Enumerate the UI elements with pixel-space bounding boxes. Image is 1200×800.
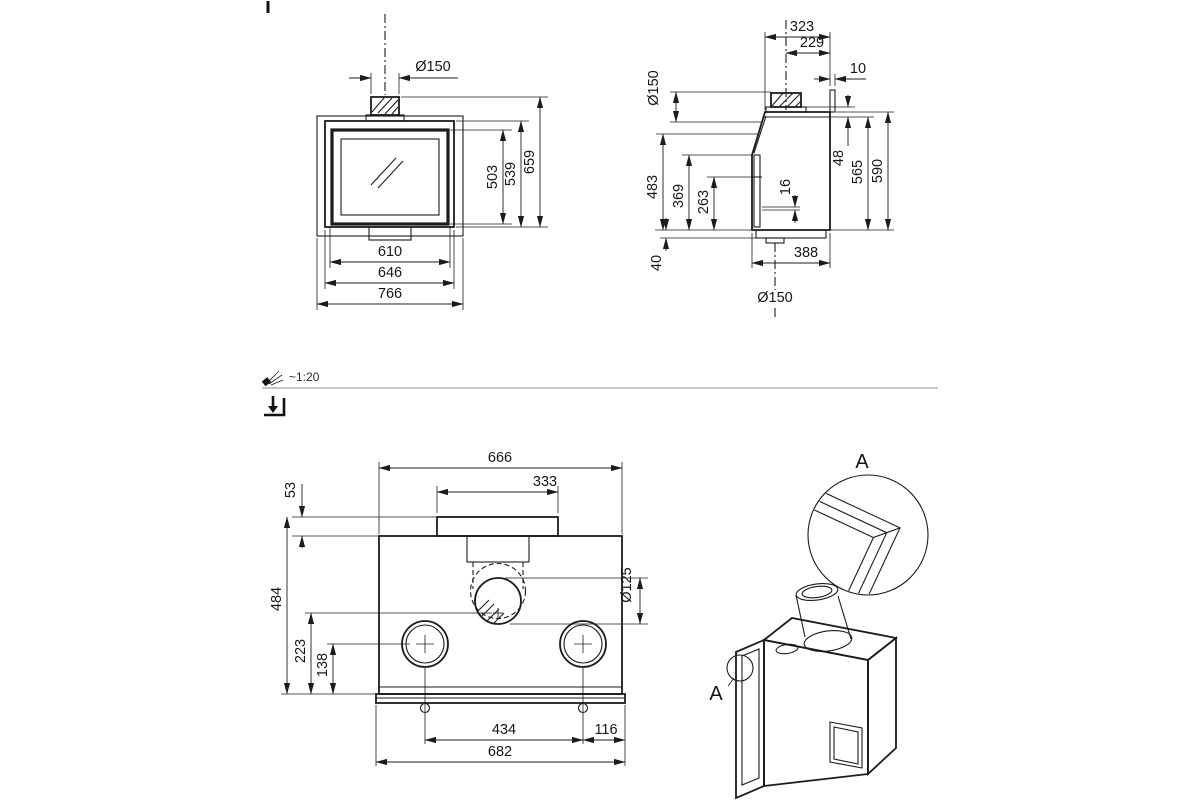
front-dim-503: 503 [485, 165, 501, 189]
side-outlet-dia-label: Ø150 [757, 290, 792, 306]
plan-dim-53: 53 [283, 482, 299, 498]
iso-front-frame [735, 638, 765, 800]
plan-dim-666: 666 [488, 450, 512, 466]
side-flue [765, 20, 807, 113]
detail-corner-section [809, 484, 901, 594]
plan-dim-lines [281, 462, 648, 766]
plan-dim-484: 484 [269, 587, 285, 611]
iso-top-hole [775, 643, 799, 655]
side-dim-16: 16 [778, 179, 794, 195]
front-flue [365, 14, 405, 122]
side-base [755, 229, 827, 239]
pedestal [368, 226, 412, 241]
side-dim-263: 263 [696, 190, 712, 214]
insert-symbol-icon [264, 396, 286, 417]
scale-label: ~1:20 [289, 370, 320, 384]
side-dim-590: 590 [870, 159, 886, 183]
plan-dim-333: 333 [533, 474, 557, 490]
side-dim-lines [655, 32, 894, 318]
front-dim-610: 610 [378, 244, 402, 260]
plan-body [375, 516, 626, 714]
plan-dim-138: 138 [315, 653, 331, 677]
side-dim-323: 323 [790, 19, 814, 35]
plan-dim-682: 682 [488, 744, 512, 760]
iso-view: A [709, 583, 899, 800]
side-dim-48: 48 [831, 150, 847, 166]
scale-icon [261, 370, 284, 387]
detail-view: A [807, 451, 929, 596]
glass-reflection [370, 157, 397, 186]
detail-callout-circle [726, 654, 754, 682]
side-body [751, 89, 836, 244]
front-body [316, 115, 464, 241]
plan-dim-434: 434 [492, 722, 516, 738]
side-dim-565: 565 [850, 160, 866, 184]
bottom-outlet-stub [765, 237, 785, 244]
front-dim-539: 539 [503, 162, 519, 186]
iso-callout-label: A [709, 683, 723, 705]
side-dim-483: 483 [645, 175, 661, 199]
plan-dim-223: 223 [293, 639, 309, 663]
front-view: Ø150 503 539 659 610 646 766 [316, 14, 548, 310]
plan-view: 666 333 53 484 223 138 Ø125 434 116 682 [269, 450, 648, 766]
side-dim-388: 388 [794, 245, 818, 261]
detail-circle [807, 474, 929, 596]
iso-side-hatch [829, 721, 863, 769]
front-dim-659: 659 [522, 150, 538, 174]
plan-flue-cluster [466, 535, 530, 625]
front-flue-dia-label: Ø150 [415, 59, 450, 75]
rear-spacer [829, 89, 836, 113]
plan-dim-116: 116 [594, 722, 617, 738]
side-dim-229: 229 [800, 35, 824, 51]
side-dim-10: 10 [850, 61, 866, 77]
side-flue-dia-label: Ø150 [646, 70, 662, 105]
front-dim-646: 646 [378, 265, 402, 281]
front-dim-766: 766 [378, 286, 402, 302]
rear-plate [436, 516, 559, 537]
front-dim-lines [316, 73, 548, 310]
side-dim-40: 40 [649, 255, 665, 271]
side-view: 323 229 10 Ø150 48 565 590 483 369 263 1… [645, 19, 894, 318]
iso-flue-pipe [795, 583, 853, 653]
detail-label: A [855, 451, 869, 473]
iso-side-face [763, 638, 869, 788]
side-door [753, 154, 761, 228]
side-dim-369: 369 [671, 184, 687, 208]
iso-right-face [867, 636, 897, 777]
plan-outlet-dia-label: Ø125 [619, 567, 635, 602]
